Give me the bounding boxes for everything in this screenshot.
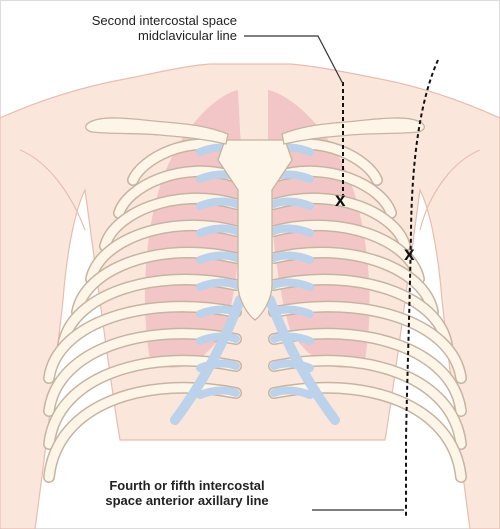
costal-cartilage — [274, 256, 310, 260]
electrode-marker-lower: x — [404, 245, 415, 264]
costal-cartilage — [274, 391, 310, 395]
label-bottom-line2: space anterior axillary line — [76, 493, 298, 508]
costal-cartilage — [200, 229, 236, 233]
label-top-line1: Second intercostal space — [92, 13, 237, 28]
costal-cartilage — [200, 283, 236, 287]
costal-cartilage — [274, 202, 310, 206]
costal-cartilage — [200, 391, 236, 395]
costal-cartilage — [200, 256, 236, 260]
costal-cartilage — [274, 283, 310, 287]
label-bottom-line1: Fourth or fifth intercostal — [76, 478, 298, 493]
costal-cartilage — [200, 202, 236, 206]
label-second-intercostal-midclavicular: Second intercostal space midclavicular l… — [92, 13, 237, 43]
label-fourth-fifth-intercostal-axillary: Fourth or fifth intercostal space anteri… — [76, 478, 298, 508]
costal-cartilage — [274, 229, 310, 233]
electrode-marker-upper: x — [335, 191, 346, 210]
label-top-line2: midclavicular line — [92, 28, 237, 43]
